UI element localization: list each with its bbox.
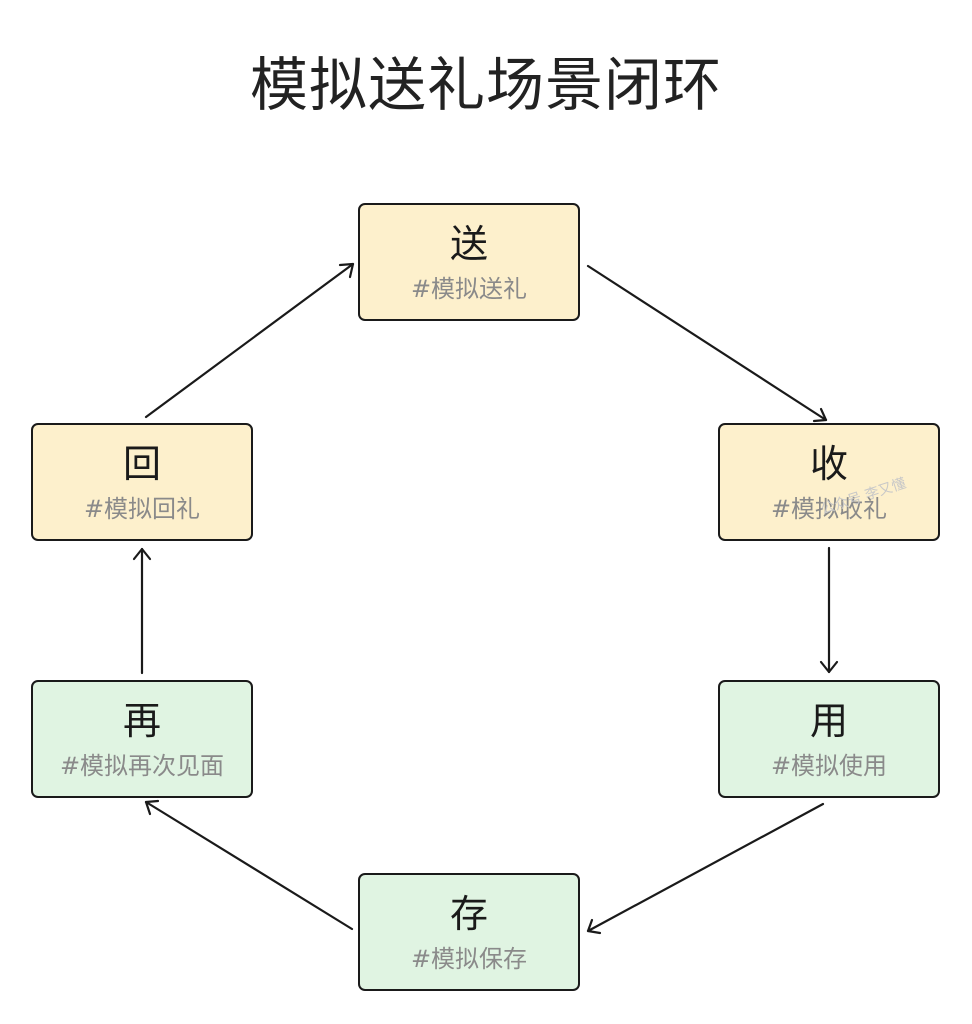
node-receive: 收 #模拟收礼 (718, 423, 940, 541)
diagram-title: 模拟送礼场景闭环 (249, 51, 722, 119)
node-use: 用 #模拟使用 (718, 680, 940, 798)
node-meet-again-tag: #模拟再次见面 (59, 752, 225, 780)
node-receive-tag: #模拟收礼 (770, 495, 888, 523)
node-return-gift-tag: #模拟回礼 (83, 495, 201, 523)
node-send-tag: #模拟送礼 (410, 275, 528, 303)
node-store-label: 存 (449, 892, 488, 936)
arrow-store-to-meet (144, 799, 354, 931)
node-meet-again-label: 再 (122, 699, 161, 743)
arrow-send-to-receive (586, 264, 828, 423)
node-send: 送 #模拟送礼 (358, 203, 580, 321)
node-receive-label: 收 (809, 442, 848, 486)
arrow-meet-to-return (132, 547, 152, 675)
node-send-label: 送 (449, 222, 488, 266)
node-store: 存 #模拟保存 (358, 873, 580, 991)
node-return-gift-label: 回 (122, 442, 161, 486)
node-meet-again: 再 #模拟再次见面 (31, 680, 253, 798)
arrow-use-to-store (586, 802, 825, 935)
arrow-receive-to-use (819, 546, 839, 674)
node-use-label: 用 (809, 699, 848, 743)
node-use-tag: #模拟使用 (770, 752, 888, 780)
node-store-tag: #模拟保存 (410, 945, 528, 973)
arrow-return-to-send (144, 262, 355, 419)
node-return-gift: 回 #模拟回礼 (31, 423, 253, 541)
